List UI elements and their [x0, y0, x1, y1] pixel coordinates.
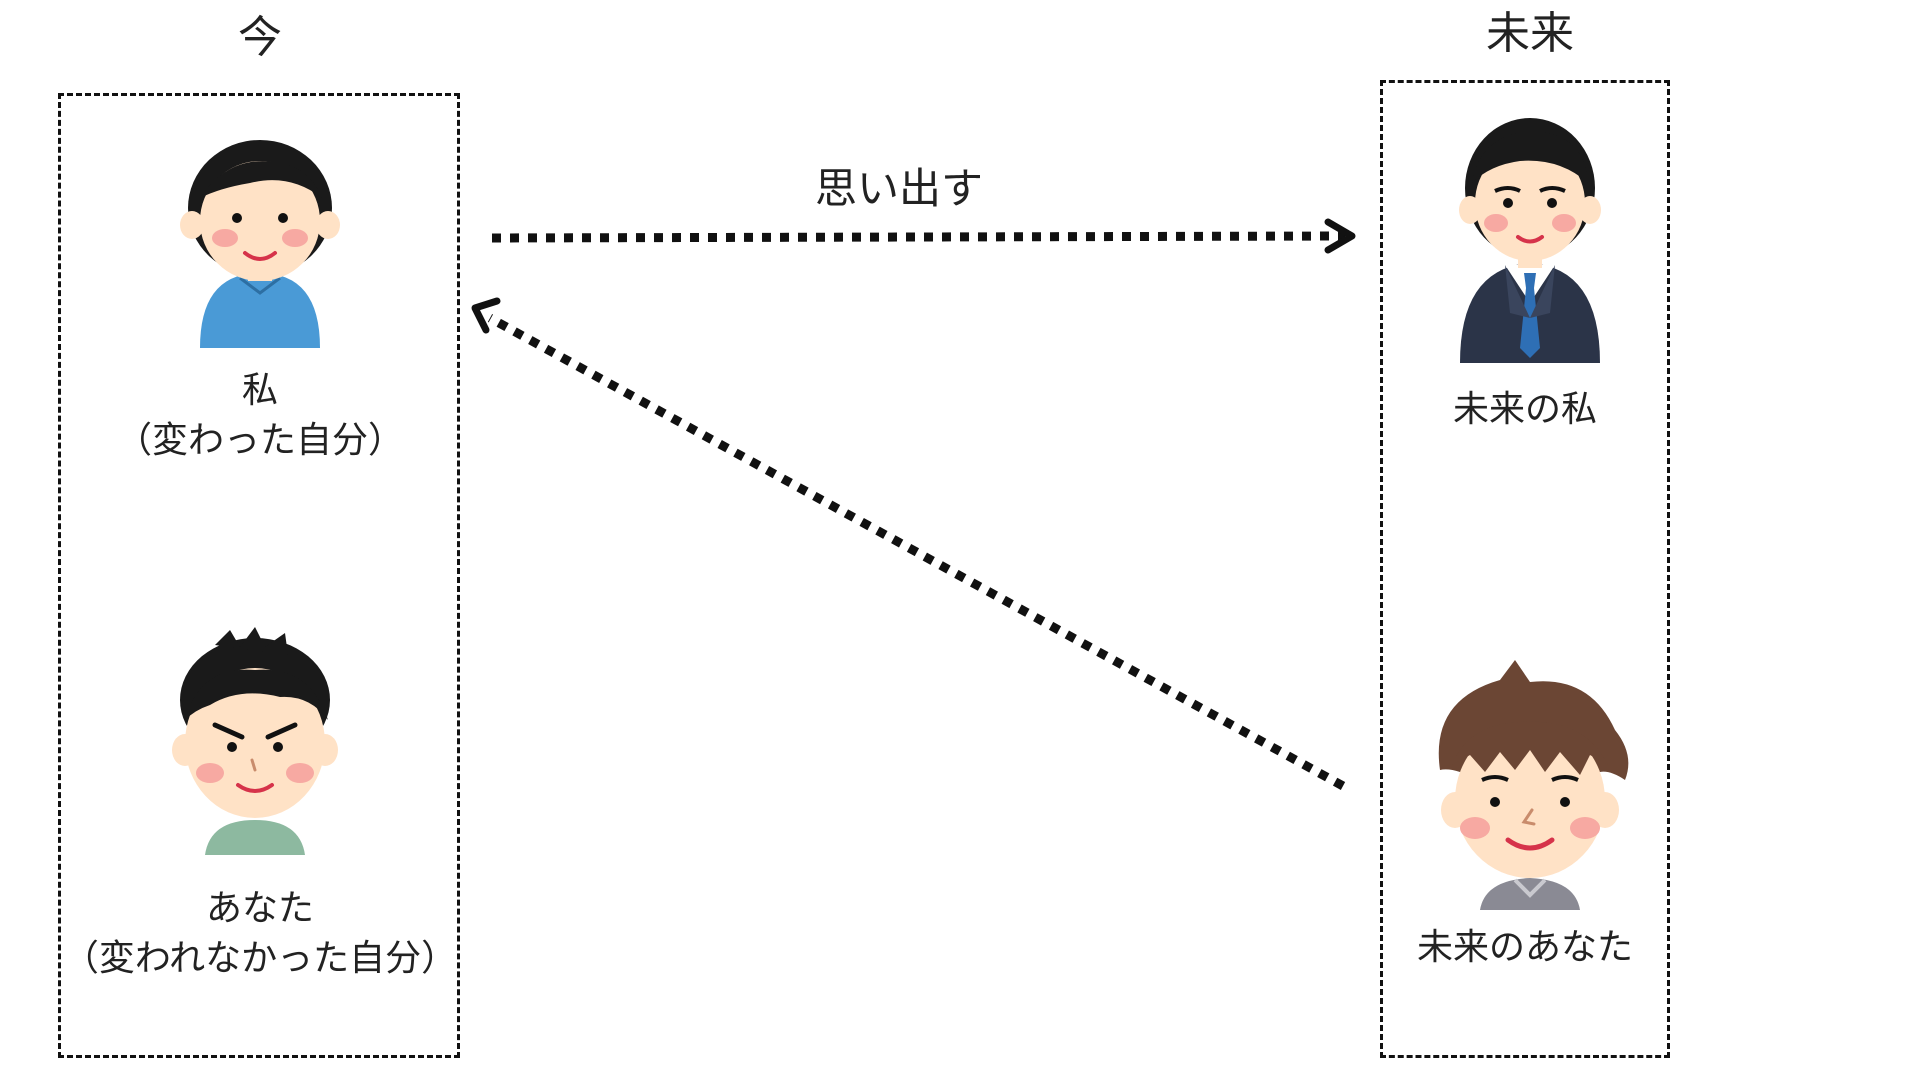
you-now-label-line1: あなた: [205, 888, 314, 929]
now-box: [58, 93, 460, 1058]
diagonal-arrow-head: [471, 297, 501, 334]
me-future-character-icon: [1459, 118, 1601, 363]
me-now-label-line1: 私: [241, 370, 278, 411]
you-now-label: あなた （変われなかった自分）: [60, 884, 460, 985]
remember-arrow-head: [1324, 218, 1356, 254]
you-future-label: 未来のあなた: [1416, 927, 1633, 968]
you-now-character-icon: [172, 627, 338, 855]
me-future-label: 未来の私: [1452, 389, 1597, 430]
remember-arrow-line: [491, 231, 1346, 243]
diagonal-arrow-line: [487, 314, 1346, 790]
me-now-character-icon: [180, 140, 340, 348]
me-now-label: 私 （変わった自分）: [60, 366, 460, 467]
you-future-character-icon: [1438, 660, 1629, 910]
you-now-label-line2: （変われなかった自分）: [62, 938, 458, 980]
me-now-label-line2: （変わった自分）: [115, 420, 404, 462]
future-box: [1380, 80, 1670, 1058]
future-title: 未来: [1486, 8, 1574, 59]
now-title: 今: [238, 12, 282, 63]
remember-label: 思い出す: [815, 164, 984, 213]
